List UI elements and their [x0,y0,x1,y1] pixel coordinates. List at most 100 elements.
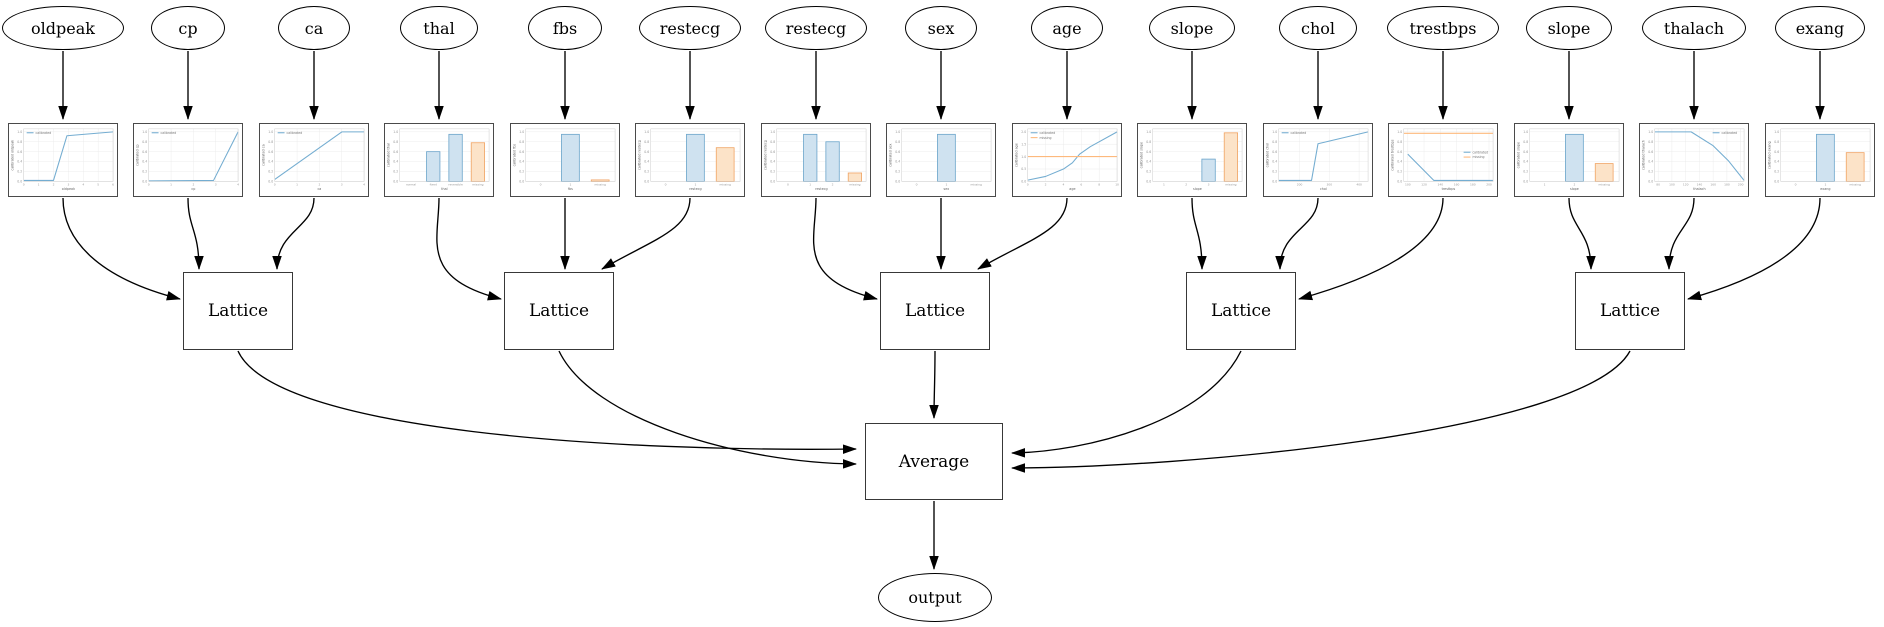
svg-text:1: 1 [694,182,696,186]
svg-text:reversible: reversible [448,182,463,186]
svg-text:0.6: 0.6 [1774,150,1779,154]
svg-text:0.6: 0.6 [142,150,147,154]
feature-node-slope: slope [1149,6,1235,50]
svg-text:140: 140 [1437,182,1443,186]
svg-text:0.6: 0.6 [17,150,22,154]
svg-text:1.5: 1.5 [1021,142,1026,146]
svg-text:0.2: 0.2 [1648,170,1653,174]
svg-text:0.2: 0.2 [644,170,649,174]
feature-label: slope [1170,18,1214,38]
svg-text:slope: slope [1570,187,1579,191]
svg-text:0.6: 0.6 [519,150,524,154]
svg-text:0: 0 [1027,182,1029,186]
svg-text:1.0: 1.0 [1021,155,1026,159]
svg-text:0.5: 0.5 [1021,167,1026,171]
svg-text:0.4: 0.4 [644,160,649,164]
svg-text:0.0: 0.0 [142,180,147,184]
svg-text:2: 2 [832,182,834,186]
svg-text:5: 5 [97,182,99,186]
svg-text:0.6: 0.6 [393,150,398,154]
svg-text:200: 200 [1486,182,1492,186]
feature-node-cp: cp [151,6,225,50]
svg-text:0.4: 0.4 [1272,160,1277,164]
feature-label: oldpeak [31,18,95,38]
feature-label: sex [927,18,955,38]
svg-text:2: 2 [1573,182,1575,186]
feature-label: restecg [785,18,847,38]
svg-text:calibrated thal: calibrated thal [386,143,390,167]
svg-text:0: 0 [274,182,276,186]
svg-text:restecg: restecg [689,187,701,191]
svg-text:0.4: 0.4 [895,160,900,164]
svg-text:calibrated sex: calibrated sex [888,143,892,166]
output-label: output [908,588,962,607]
svg-text:8: 8 [1098,182,1100,186]
svg-text:0.4: 0.4 [1523,160,1528,164]
lattice-node-1: Lattice [183,272,293,350]
svg-text:calibrated ca: calibrated ca [261,144,265,165]
svg-text:1.0: 1.0 [268,130,273,134]
svg-text:missing: missing [472,182,483,186]
svg-text:calibrated: calibrated [1472,150,1488,154]
lattice-label: Lattice [904,301,966,321]
feature-node-trestbps: trestbps [1387,6,1499,50]
svg-text:2.0: 2.0 [1021,130,1026,134]
edge [272,197,315,270]
svg-text:0.2: 0.2 [142,170,147,174]
svg-text:age: age [1069,187,1075,191]
svg-text:0: 0 [665,182,667,186]
svg-text:calibrated: calibrated [287,131,303,135]
svg-text:2: 2 [192,182,194,186]
svg-text:0.6: 0.6 [1146,150,1151,154]
svg-text:0.0: 0.0 [644,180,649,184]
svg-text:6: 6 [1080,182,1082,186]
svg-text:calibrated: calibrated [161,131,177,135]
svg-text:0.8: 0.8 [770,140,775,144]
svg-text:fixed: fixed [430,182,437,186]
svg-text:120: 120 [1421,182,1427,186]
feature-label: chol [1300,18,1335,38]
lattice-label: Lattice [207,301,269,321]
svg-text:2: 2 [318,182,320,186]
lattice-label: Lattice [528,301,590,321]
svg-text:0.2: 0.2 [895,170,900,174]
svg-text:calibrated chol: calibrated chol [1265,143,1269,168]
svg-text:missing: missing [1040,136,1052,140]
svg-text:0.2: 0.2 [1774,170,1779,174]
feature-label: age [1052,18,1082,38]
svg-text:400: 400 [1356,182,1362,186]
svg-text:2: 2 [53,182,55,186]
svg-text:140: 140 [1697,182,1703,186]
svg-text:fbs: fbs [568,187,573,191]
lattice-label: Lattice [1599,301,1661,321]
svg-text:1.0: 1.0 [895,130,900,134]
feature-node-exang: exang [1775,6,1865,50]
svg-text:trestbps: trestbps [1442,187,1456,191]
svg-text:1: 1 [1544,182,1546,186]
feature-label: thalach [1663,18,1725,38]
svg-text:200: 200 [1738,182,1744,186]
svg-text:0.4: 0.4 [1774,160,1779,164]
svg-text:0.2: 0.2 [17,170,22,174]
svg-text:80: 80 [1656,182,1660,186]
svg-text:0.0: 0.0 [1648,180,1653,184]
svg-text:0.8: 0.8 [393,140,398,144]
svg-text:0.2: 0.2 [1272,170,1277,174]
feature-label: ca [304,18,324,38]
svg-text:cp: cp [191,187,195,191]
feature-label: exang [1795,18,1845,38]
svg-text:0.6: 0.6 [770,150,775,154]
lattice-label: Lattice [1210,301,1272,321]
